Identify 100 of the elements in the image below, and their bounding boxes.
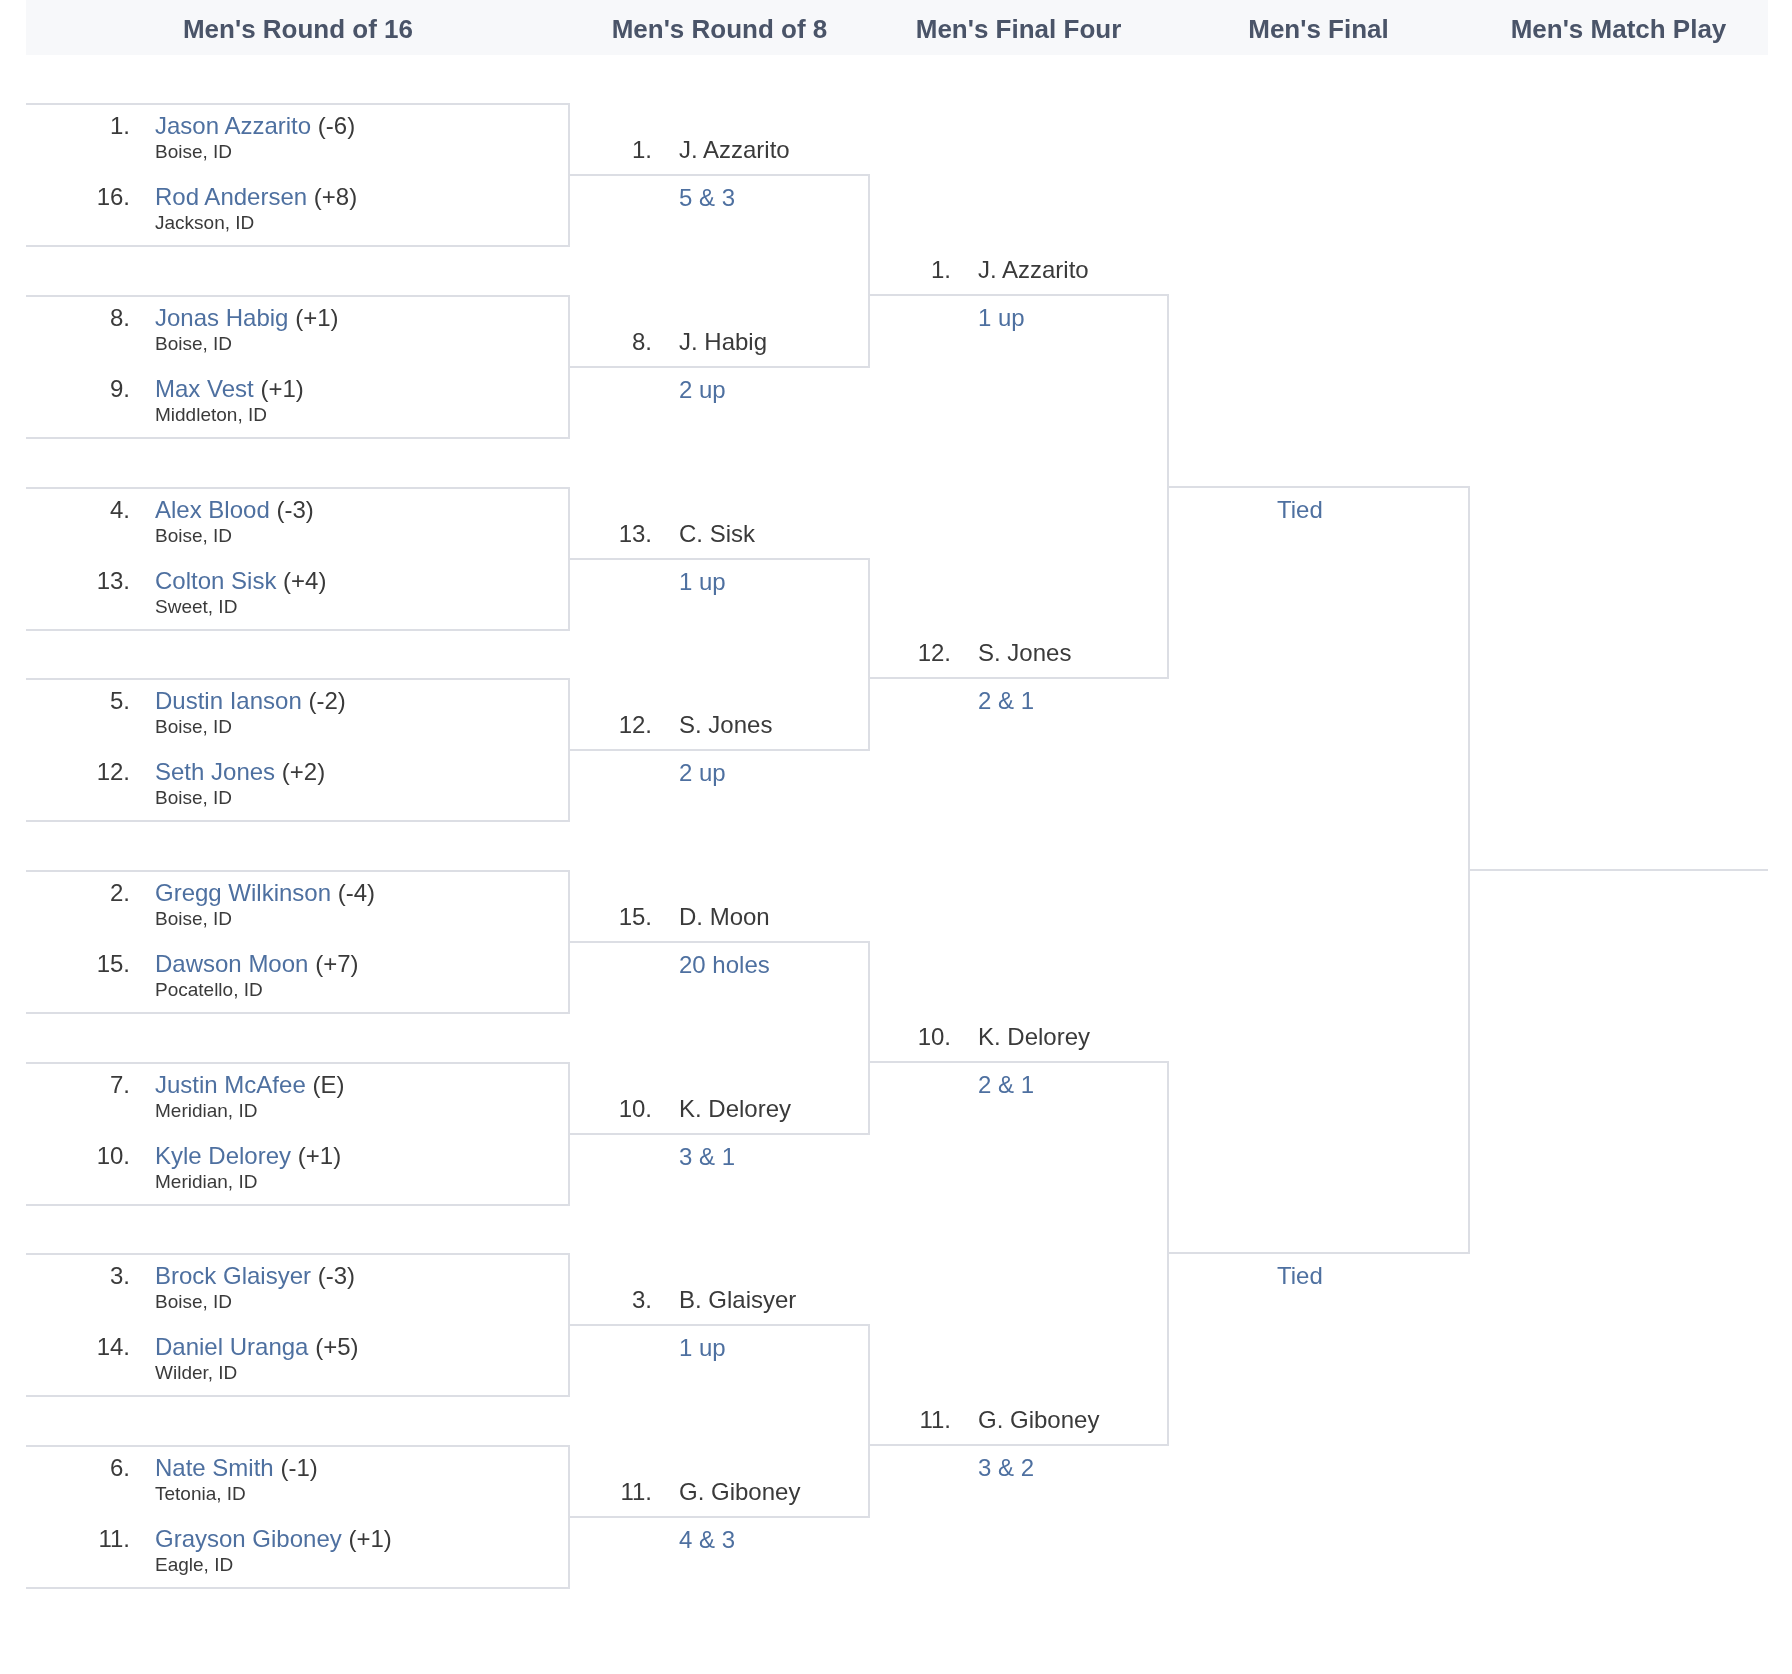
player-score: (-6) xyxy=(317,112,356,140)
player-score: (E) xyxy=(312,1071,345,1099)
match-result-link: Tied xyxy=(1277,496,1323,524)
match-box xyxy=(26,1062,570,1206)
seed-number: 8. xyxy=(632,328,652,356)
player-hometown: Meridian, ID xyxy=(155,1099,258,1123)
player-hometown: Boise, ID xyxy=(155,715,233,739)
seed-number: 12. xyxy=(618,711,652,739)
bracket-line xyxy=(569,749,611,751)
player-name-link: Gregg Wilkinson xyxy=(155,879,332,907)
seed-number: 14. xyxy=(96,1333,130,1361)
match-box xyxy=(26,487,570,631)
match-box xyxy=(26,678,570,822)
player-hometown: Boise, ID xyxy=(155,1290,233,1314)
match-box xyxy=(26,103,570,247)
match-result-link: 3 & 2 xyxy=(978,1454,1035,1482)
seed-number: 11. xyxy=(620,1478,652,1506)
bracket-line xyxy=(569,1516,611,1518)
player-score: (+1) xyxy=(260,375,304,403)
player-name: G. Giboney xyxy=(978,1406,1100,1434)
seed-number: 9. xyxy=(110,375,130,403)
match-result-link: 3 & 1 xyxy=(679,1143,736,1171)
seed-number: 7. xyxy=(110,1071,130,1099)
seed-number: 10. xyxy=(96,1142,130,1170)
seed-number: 6. xyxy=(110,1454,130,1482)
player-hometown: Boise, ID xyxy=(155,332,233,356)
player-hometown: Meridian, ID xyxy=(155,1170,258,1194)
player-hometown: Tetonia, ID xyxy=(155,1482,246,1506)
player-name: K. Delorey xyxy=(679,1095,792,1123)
player-name: J. Azzarito xyxy=(978,256,1089,284)
player-score: (-2) xyxy=(308,687,346,715)
match-box xyxy=(26,1445,570,1589)
player-score: (-4) xyxy=(337,879,376,907)
player-name-link: Max Vest xyxy=(155,375,254,403)
player-name: K. Delorey xyxy=(978,1023,1091,1051)
seed-number: 12. xyxy=(917,639,951,667)
seed-number: 3. xyxy=(110,1262,130,1290)
match-box xyxy=(26,870,570,1014)
seed-number: 11. xyxy=(98,1525,130,1553)
column-header: Men's Round of 8 xyxy=(611,14,828,44)
seed-number: 2. xyxy=(110,879,130,907)
player-hometown: Jackson, ID xyxy=(155,211,255,235)
match-result-link: 1 up xyxy=(679,568,726,596)
match-result-link: 2 up xyxy=(679,759,726,787)
match-result-link: Tied xyxy=(1277,1262,1323,1290)
match-result-link: 2 up xyxy=(679,376,726,404)
seed-number: 12. xyxy=(96,758,130,786)
player-name-link: Brock Glaisyer xyxy=(155,1262,312,1290)
player-name-link: Dawson Moon xyxy=(155,950,309,978)
match-result-link: 4 & 3 xyxy=(679,1526,736,1554)
match-box xyxy=(26,1253,570,1397)
player-name: G. Giboney xyxy=(679,1478,801,1506)
seed-number: 10. xyxy=(618,1095,652,1123)
seed-number: 8. xyxy=(110,304,130,332)
player-name: S. Jones xyxy=(679,711,773,739)
column-header: Men's Final xyxy=(1248,14,1389,44)
player-hometown: Pocatello, ID xyxy=(155,978,263,1002)
player-name-link: Rod Andersen xyxy=(155,183,308,211)
seed-number: 15. xyxy=(96,950,130,978)
player-name-link: Jonas Habig xyxy=(155,304,289,332)
seed-number: 5. xyxy=(110,687,130,715)
player-score: (-3) xyxy=(317,1262,356,1290)
player-name: S. Jones xyxy=(978,639,1072,667)
player-name-link: Grayson Giboney xyxy=(155,1525,342,1553)
player-score: (+2) xyxy=(281,758,326,786)
player-name: D. Moon xyxy=(679,903,770,931)
player-name-link: Daniel Uranga xyxy=(155,1333,309,1361)
seed-number: 1. xyxy=(632,136,652,164)
seed-number: 11. xyxy=(919,1406,951,1434)
player-hometown: Boise, ID xyxy=(155,140,233,164)
match-result-link: 2 & 1 xyxy=(978,687,1035,715)
player-score: (+8) xyxy=(313,183,358,211)
player-score: (+7) xyxy=(315,950,359,978)
seed-number: 13. xyxy=(618,520,652,548)
seed-number: 1. xyxy=(931,256,951,284)
column-header: Men's Match Play xyxy=(1510,14,1727,44)
player-name-link: Nate Smith xyxy=(155,1454,274,1482)
player-hometown: Middleton, ID xyxy=(155,403,267,427)
seed-number: 3. xyxy=(632,1286,652,1314)
player-hometown: Boise, ID xyxy=(155,524,233,548)
player-name-link: Jason Azzarito xyxy=(155,112,312,140)
player-name-link: Colton Sisk xyxy=(155,567,277,595)
player-name: C. Sisk xyxy=(679,520,755,548)
player-name-link: Seth Jones xyxy=(155,758,276,786)
player-name: J. Azzarito xyxy=(679,136,790,164)
seed-number: 4. xyxy=(110,496,130,524)
bracket-line xyxy=(569,1133,611,1135)
player-name: J. Habig xyxy=(679,328,768,356)
bracket-line xyxy=(569,1324,611,1326)
match-box xyxy=(26,295,570,439)
match-result-link: 1 up xyxy=(679,1334,726,1362)
player-score: (-1) xyxy=(280,1454,318,1482)
match-result-link: 2 & 1 xyxy=(978,1071,1035,1099)
player-name-link: Justin McAfee xyxy=(155,1071,306,1099)
player-score: (+1) xyxy=(297,1142,342,1170)
player-name-link: Alex Blood xyxy=(155,496,270,524)
seed-number: 10. xyxy=(917,1023,951,1051)
player-score: (+1) xyxy=(348,1525,392,1553)
match-result-link: 5 & 3 xyxy=(679,184,736,212)
player-name-link: Kyle Delorey xyxy=(155,1142,292,1170)
